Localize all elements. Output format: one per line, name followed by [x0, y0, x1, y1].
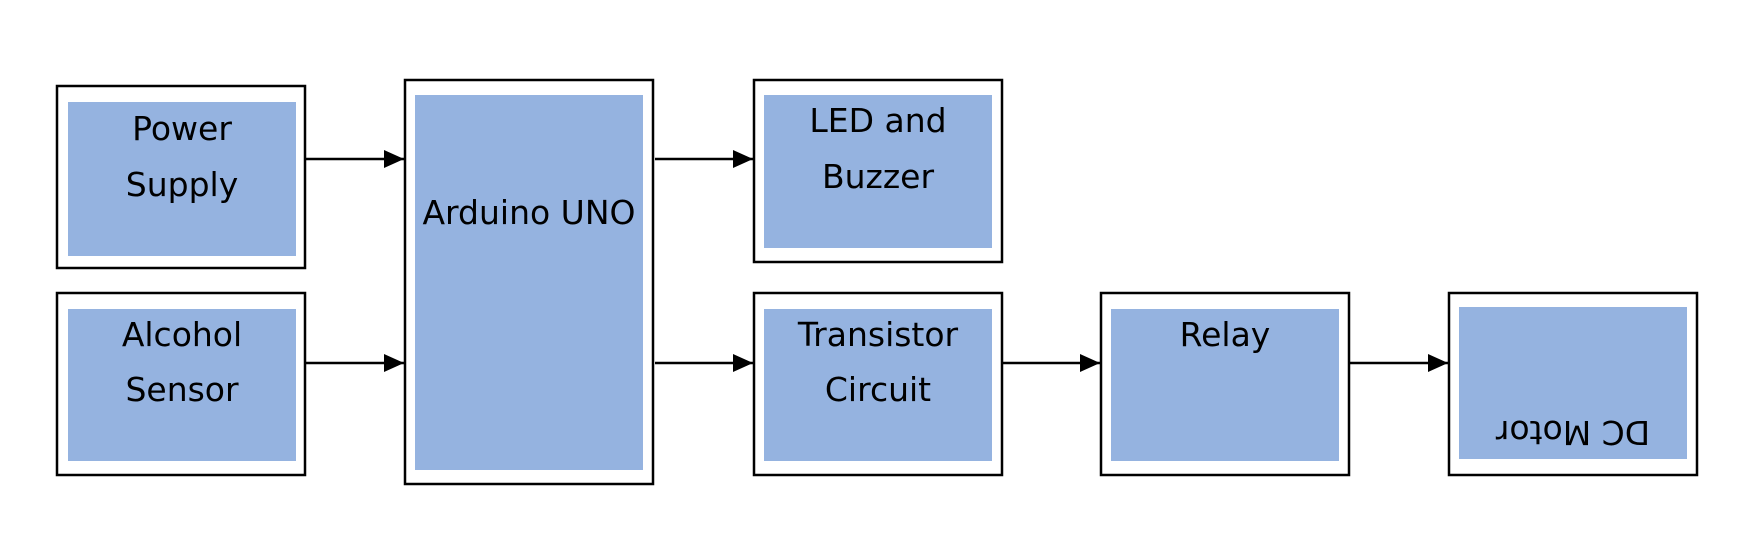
led-buzzer-label-line1: LED and — [809, 101, 946, 140]
dc-motor-block: DC Motor — [1447, 291, 1699, 477]
power-supply-label-line1: Power — [132, 109, 232, 148]
arduino-uno-fill — [415, 95, 643, 470]
dc-motor-label: DC Motor — [1495, 413, 1650, 452]
led-buzzer-fill — [764, 95, 992, 248]
dc-motor-fill — [1459, 307, 1687, 459]
power-supply-fill — [68, 102, 296, 256]
relay-block: Relay — [1099, 291, 1351, 477]
alcohol-sensor-label-line1: Alcohol — [122, 315, 242, 354]
arduino-uno-block: Arduino UNO — [403, 78, 655, 486]
alcohol-sensor-label-line2: Sensor — [125, 370, 239, 409]
transistor-circuit-label-line1: Transistor — [797, 315, 959, 354]
transistor-circuit-fill — [764, 309, 992, 461]
led-buzzer-block: LED and Buzzer — [752, 78, 1004, 264]
transistor-circuit-label-line2: Circuit — [825, 370, 931, 409]
relay-fill — [1111, 309, 1339, 461]
led-buzzer-label-line2: Buzzer — [822, 157, 935, 196]
relay-label: Relay — [1180, 315, 1271, 354]
arduino-uno-label: Arduino UNO — [422, 193, 635, 232]
power-supply-label-line2: Supply — [126, 165, 238, 204]
alcohol-sensor-block: Alcohol Sensor — [55, 291, 307, 477]
power-supply-block: Power Supply — [55, 84, 307, 270]
transistor-circuit-block: Transistor Circuit — [752, 291, 1004, 477]
alcohol-sensor-fill — [68, 309, 296, 461]
